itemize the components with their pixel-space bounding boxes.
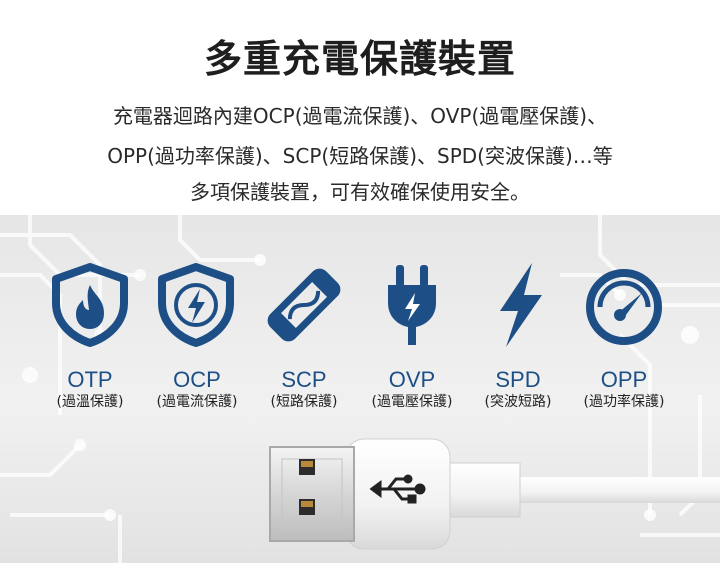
feature-abbr: SPD bbox=[495, 367, 541, 392]
lightning-icon bbox=[500, 263, 542, 347]
usb-symbol-icon bbox=[369, 474, 426, 504]
feature-opp: OPP (過功率保護) bbox=[564, 367, 684, 411]
feature-ocp: OCP (過電流保護) bbox=[137, 367, 257, 411]
circuit-background bbox=[0, 215, 720, 563]
feature-otp: OTP (過溫保護) bbox=[30, 367, 150, 411]
flame-shield-icon bbox=[52, 263, 128, 347]
gauge-icon bbox=[586, 269, 662, 345]
feature-name: (過溫保護) bbox=[56, 394, 124, 410]
feature-name: (短路保護) bbox=[270, 394, 338, 410]
header-section: 多重充電保護裝置 充電器迴路內建OCP(過電流保護)、OVP(過電壓保護)、 O… bbox=[0, 0, 720, 215]
feature-abbr: OTP bbox=[67, 367, 113, 392]
feature-scp: SCP (短路保護) bbox=[244, 367, 364, 411]
description-line-3: 多項保護裝置，可有效確保使用安全。 bbox=[190, 180, 530, 204]
feature-abbr: OVP bbox=[388, 367, 436, 392]
page-title: 多重充電保護裝置 bbox=[203, 37, 516, 81]
plug-icon bbox=[388, 265, 436, 345]
feature-name: (過功率保護) bbox=[583, 394, 665, 410]
feature-name: (突波短路) bbox=[484, 394, 552, 410]
feature-ovp: OVP (過電壓保護) bbox=[352, 367, 472, 411]
feature-name: (過電流保護) bbox=[156, 394, 238, 410]
feature-abbr: OCP bbox=[173, 367, 221, 392]
fuse-icon bbox=[267, 268, 341, 342]
description-line-1: 充電器迴路內建OCP(過電流保護)、OVP(過電壓保護)、 bbox=[112, 104, 608, 128]
feature-name: (過電壓保護) bbox=[371, 394, 453, 410]
feature-spd: SPD (突波短路) bbox=[458, 367, 578, 411]
feature-abbr: OPP bbox=[600, 367, 648, 392]
description-line-2: OPP(過功率保護)、SCP(短路保護)、SPD(突波保護)…等 bbox=[107, 144, 613, 168]
usb-cable-illustration bbox=[269, 438, 720, 550]
bolt-shield-icon bbox=[158, 263, 234, 347]
protection-panel: OTP (過溫保護) OCP (過電流保護) SCP (短路保護) OVP (過… bbox=[0, 215, 720, 563]
feature-abbr: SCP bbox=[281, 367, 327, 392]
